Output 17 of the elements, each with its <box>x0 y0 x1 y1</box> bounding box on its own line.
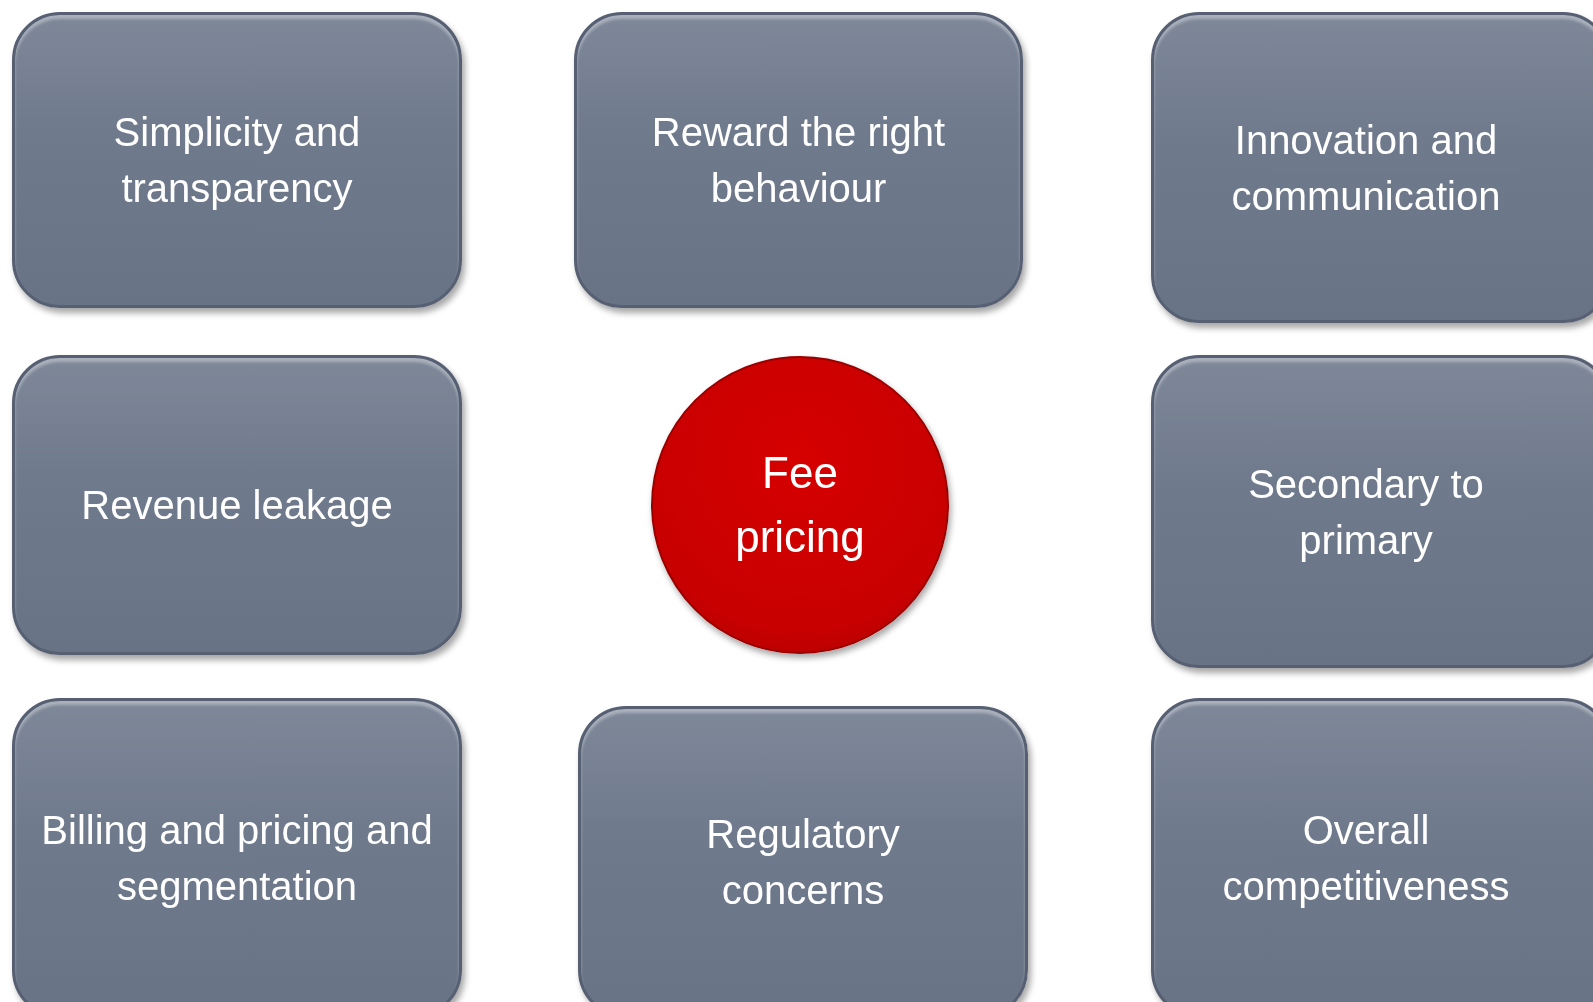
topic-label: Fee pricing <box>734 447 866 563</box>
factor-label: Innovation and communication <box>1230 116 1502 220</box>
factor-label: Billing and pricing and segmentation <box>40 807 434 910</box>
factor-label: Secondary to primary <box>1247 460 1485 564</box>
factor-box <box>578 706 1028 1002</box>
factor-box <box>12 12 462 308</box>
factor-box <box>1151 698 1593 1002</box>
factor-label: Simplicity and transparency <box>112 109 362 212</box>
factor-box <box>12 698 462 1002</box>
factor-box <box>1151 12 1593 323</box>
factor-label: Revenue leakage <box>80 482 394 529</box>
factor-label: Reward the right behaviour <box>650 109 947 212</box>
factor-box <box>12 355 462 655</box>
factor-box <box>574 12 1023 308</box>
factor-label: Regulatory concerns <box>705 811 901 914</box>
factor-label: Overall competitiveness <box>1221 807 1511 910</box>
factor-box <box>1151 355 1593 668</box>
